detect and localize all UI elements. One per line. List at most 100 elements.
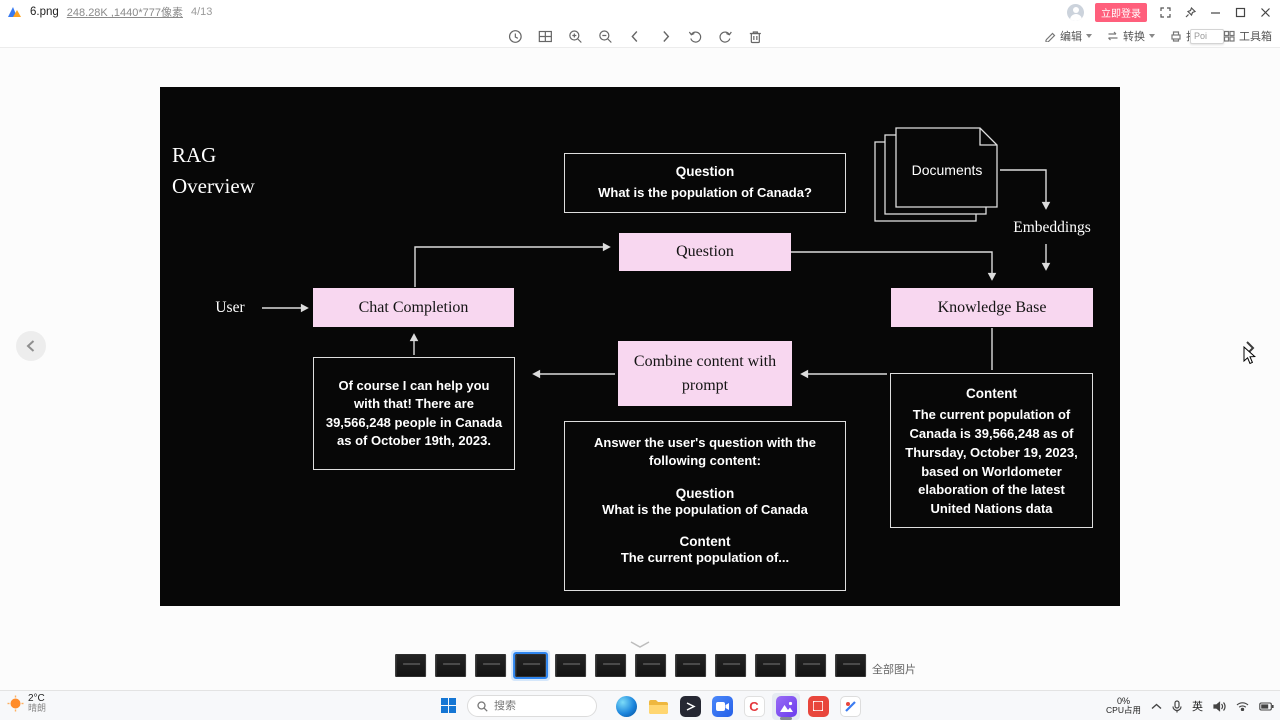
zoom-out-icon[interactable] [596,27,614,45]
slide-image[interactable]: RAG Overview Question What is the popula… [160,87,1120,606]
combine-content-box: Combine content with prompt [618,341,792,406]
weather-desc: 晴朗 [28,704,46,714]
prompt-question-heading: Question [585,486,825,501]
printer-icon [1170,30,1182,42]
network-icon[interactable] [1236,701,1249,711]
question-pink-box: Question [619,233,791,271]
taskbar-app-edge[interactable] [612,693,640,720]
taskbar-app-light[interactable] [836,693,864,720]
thumbnail[interactable] [635,654,666,677]
chevron-down-icon [1086,34,1092,38]
folder-icon [648,698,669,715]
filmstrip [395,654,866,677]
maximize-icon[interactable] [1233,5,1247,19]
thumbnail-view-icon[interactable] [536,27,554,45]
thumbnail[interactable] [795,654,826,677]
thumbnail[interactable] [435,654,466,677]
weather-widget[interactable]: 2°C 晴朗 [7,693,46,714]
convert-label: 转换 [1123,28,1145,44]
prompt-content-heading: Content [585,534,825,549]
sun-icon [7,695,24,712]
image-viewer-area: RAG Overview Question What is the popula… [0,48,1280,690]
volume-icon[interactable] [1213,701,1226,712]
file-meta-link[interactable]: 248.28K ,1440*777像素 [67,4,183,20]
knowledge-base-box: Knowledge Base [891,288,1093,327]
previous-image-icon[interactable] [626,27,644,45]
convert-button[interactable]: 转换 [1107,28,1155,44]
content-heading: Content [903,386,1080,401]
search-input[interactable] [494,700,584,712]
prompt-box: Answer the user's question with the foll… [564,421,846,591]
prompt-intro: Answer the user's question with the foll… [585,434,825,471]
prompt-content-body: The current population of... [585,549,825,567]
close-icon[interactable] [1258,5,1272,19]
all-photos-button[interactable]: 全部图片 [872,661,916,677]
thumbnail[interactable] [595,654,626,677]
image-viewer-app-icon [776,696,797,717]
chevron-down-icon [1149,34,1155,38]
thumbnail[interactable] [395,654,426,677]
question-top-box: Question What is the population of Canad… [564,153,846,213]
chat-response-text: Of course I can help you with that! Ther… [324,377,504,451]
thumbnail[interactable] [675,654,706,677]
input-language-indicator[interactable]: 英 [1192,698,1203,714]
cpu-label: CPU占用 [1106,706,1141,716]
taskbar-app-meeting[interactable] [708,693,736,720]
documents-label: Documents [896,162,998,178]
file-name: 6.png [30,6,59,18]
toolbox-button[interactable]: 工具箱 [1223,28,1272,44]
thumbnail[interactable] [755,654,786,677]
light-app-icon [840,696,861,717]
question-body: What is the population of Canada? [565,184,845,202]
rotate-left-icon[interactable] [686,27,704,45]
thumbnail-active[interactable] [515,654,546,677]
fullscreen-icon[interactable] [1158,5,1172,19]
image-info-icon[interactable] [506,27,524,45]
taskbar-app-c[interactable]: C [740,693,768,720]
embeddings-label: Embeddings [1006,219,1098,237]
thumbnail[interactable] [835,654,866,677]
video-app-icon [712,696,733,717]
tray-chevron-up-icon[interactable] [1151,703,1162,710]
windows-logo-icon [441,698,456,713]
toolbox-label: 工具箱 [1239,28,1272,44]
battery-icon[interactable] [1259,702,1274,711]
taskbar: 2°C 晴朗 C [0,690,1280,720]
delete-icon[interactable] [746,27,764,45]
taskbar-app-dark[interactable] [676,693,704,720]
prompt-question-body: What is the population of Canada [585,501,825,519]
window-titlebar: 6.png 248.28K ,1440*777像素 4/13 立即登录 [0,0,1280,24]
toolbox-icon [1223,30,1235,42]
pencil-icon [1044,30,1056,42]
taskbar-app-imageviewer-active[interactable] [772,693,800,720]
tooltip-popup: Poi [1190,29,1224,44]
mouse-cursor [1243,346,1256,365]
c-app-icon: C [744,696,765,717]
question-heading: Question [565,164,845,179]
prev-image-button[interactable] [16,331,46,361]
thumbnail[interactable] [475,654,506,677]
filmstrip-collapse-handle[interactable] [628,636,652,654]
taskbar-app-explorer[interactable] [644,693,672,720]
convert-icon [1107,30,1119,42]
minimize-icon[interactable] [1208,5,1222,19]
app-logo-icon [8,5,22,20]
edit-button[interactable]: 编辑 [1044,28,1092,44]
zoom-in-icon[interactable] [566,27,584,45]
user-avatar[interactable] [1067,4,1084,21]
next-image-icon[interactable] [656,27,674,45]
slide-title: RAG Overview [172,140,255,202]
start-button[interactable] [441,698,456,718]
viewer-toolbar: 编辑 转换 打印 工具箱 Poi [0,24,1280,48]
thumbnail[interactable] [715,654,746,677]
thumbnail[interactable] [555,654,586,677]
taskbar-app-red[interactable] [804,693,832,720]
microphone-icon[interactable] [1172,700,1182,713]
rotate-right-icon[interactable] [716,27,734,45]
edge-icon [616,696,637,717]
chat-response-box: Of course I can help you with that! Ther… [313,357,515,470]
cpu-usage-widget[interactable]: 0% CPU占用 [1106,696,1141,716]
login-button[interactable]: 立即登录 [1095,3,1147,22]
pin-icon[interactable] [1183,5,1197,19]
taskbar-search[interactable] [467,695,597,717]
